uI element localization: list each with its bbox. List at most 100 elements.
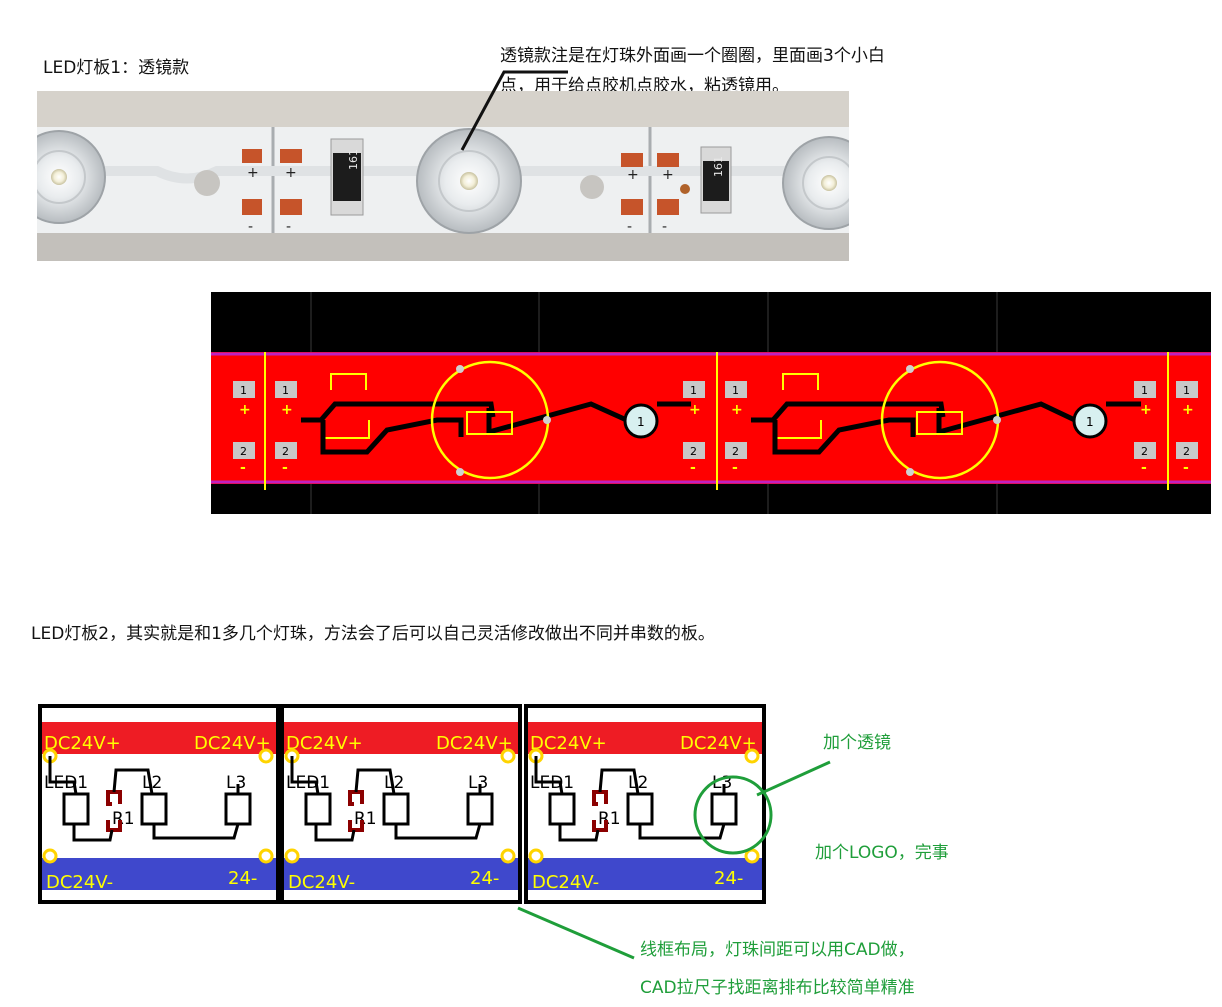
svg-text:-: - [732,460,738,476]
wireframe-note-line2: CAD拉尺子找距离排布比较简单精准 [640,978,915,998]
lens-highlight-circle [693,775,773,855]
resistor-pad [348,790,364,806]
wire [558,824,600,842]
wire [534,756,564,795]
svg-text:2: 2 [240,445,247,458]
r1-label: R1 [354,809,377,829]
svg-text:1: 1 [240,384,247,397]
wire [152,823,240,840]
svg-text:1: 1 [282,384,289,397]
wire [394,823,482,840]
wire [354,768,396,795]
l2-label: L2 [142,773,162,793]
connector-ring [42,848,58,864]
svg-text:1: 1 [1141,384,1148,397]
pad [242,149,262,163]
minus-mark: - [286,219,291,235]
resistor-code: 161 [347,149,360,170]
connector-ring [500,848,516,864]
wire [72,824,114,842]
l2-label: L2 [384,773,404,793]
board2-title: LED灯板2，其实就是和1多几个灯珠，方法会了后可以自己灵活修改做出不同并串数的… [31,624,715,644]
svg-text:-: - [1141,460,1147,476]
wire [314,824,356,842]
wire [112,768,154,795]
svg-text:1: 1 [1183,384,1190,397]
connector-ring [528,848,544,864]
svg-text:+: + [1182,402,1194,418]
resistor-code: 161 [712,156,725,177]
pad [657,153,679,167]
dc-plus-label-right: DC24V+ [436,733,513,754]
dc-plus-label-right: DC24V+ [680,733,757,754]
lens-note-line1: 透镜款注是在灯珠外面画一个圈圈，里面画3个小白 [500,46,885,66]
resistor-pad [106,790,122,806]
via [623,403,659,439]
wire [290,756,320,795]
pad [242,199,262,215]
minus-24-label: 24- [470,868,499,889]
connector-ring [284,848,300,864]
led-box [466,792,494,826]
svg-text:1: 1 [732,384,739,397]
svg-text:2: 2 [1183,445,1190,458]
pad [621,153,643,167]
pad-group-middle: 1 1 + + 2 2 - - [683,381,747,476]
pcb-cell-2: 1 [751,360,1141,480]
connector-ring [500,748,516,764]
l2-label: L2 [628,773,648,793]
svg-text:+: + [239,402,251,418]
l3-label: L3 [226,773,246,793]
dc-plus-label-left: DC24V+ [286,733,363,754]
plus-mark: + [285,165,297,181]
board1-title: LED灯板1：透镜款 [43,58,190,78]
svg-text:+: + [281,402,293,418]
svg-text:-: - [1183,460,1189,476]
pcb-cell-1: 1 [301,360,691,480]
svg-text:2: 2 [732,445,739,458]
plus-mark: + [662,167,674,183]
svg-text:2: 2 [690,445,697,458]
svg-text:1: 1 [1086,415,1094,429]
led-board-photo: + + - - 161 + + - - 161 [37,91,849,261]
led-box [140,792,168,826]
pad [657,199,679,215]
add-logo-note: 加个LOGO，完事 [815,843,949,863]
wireframe-note-line1: 线框布局，灯珠间距可以用CAD做， [640,940,915,960]
minus-24-label: 24- [714,868,743,889]
minus-mark: - [662,219,667,235]
r1-label: R1 [112,809,135,829]
resistor-pad [592,820,608,832]
svg-text:2: 2 [1141,445,1148,458]
connector-ring [744,748,760,764]
lens-right [782,136,849,230]
svg-text:-: - [240,460,246,476]
minus-24-label: 24- [228,868,257,889]
pad [280,199,302,215]
svg-text:2: 2 [282,445,289,458]
dc-minus-label: DC24V- [288,872,355,893]
wireframe-note: 线框布局，灯珠间距可以用CAD做， CAD拉尺子找距离排布比较简单精准 [640,931,915,1007]
connector-ring [744,848,760,864]
svg-text:+: + [689,402,701,418]
pcb-layout: 1 1 + + 2 2 - - 1 1 + + 2 2 - - 1 1 + + … [211,292,1211,514]
pad-group-left: 1 1 + + 2 2 - - [233,381,297,476]
led-box [382,792,410,826]
plus-mark: + [627,167,639,183]
svg-text:-: - [690,460,696,476]
positive-rail [528,722,762,754]
resistor-pad [348,820,364,832]
connector-ring [258,848,274,864]
wire [638,823,726,840]
pad [621,199,643,215]
svg-text:-: - [282,460,288,476]
dc-minus-label: DC24V- [46,872,113,893]
led-box [62,792,90,826]
wire [48,756,78,795]
negative-rail [284,858,518,890]
dc-minus-label: DC24V- [532,872,599,893]
connector-ring [258,748,274,764]
resistor-pad [106,820,122,832]
dc-plus-label-right: DC24V+ [194,733,271,754]
